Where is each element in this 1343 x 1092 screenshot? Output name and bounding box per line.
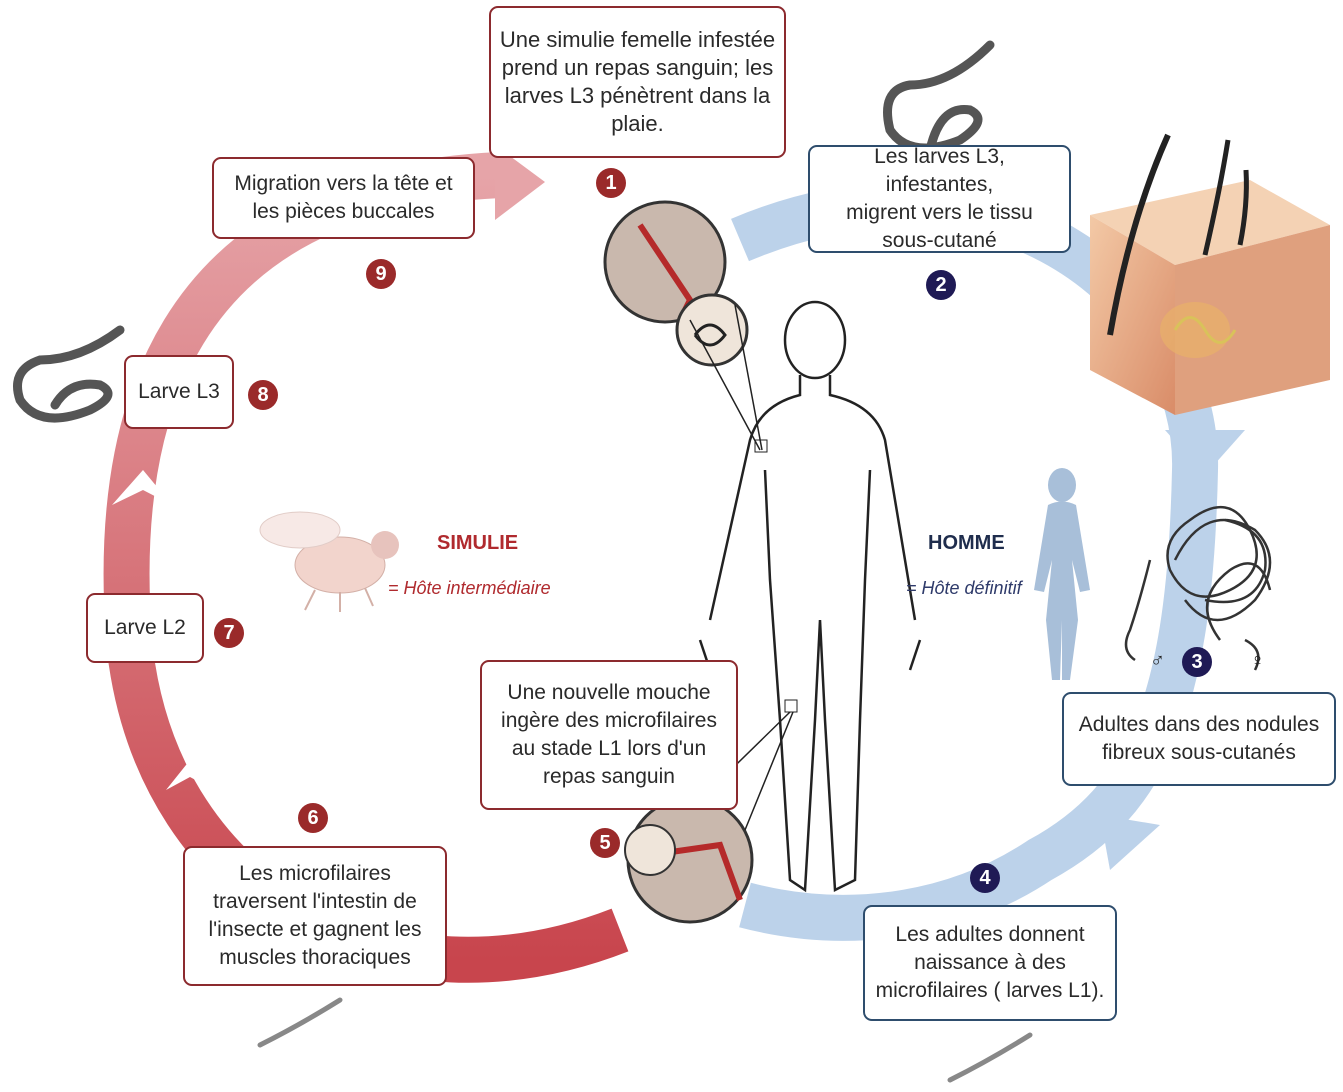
homme-title: HOMME <box>928 532 1005 555</box>
step-1-badge: 1 <box>596 168 626 198</box>
step-7-badge: 7 <box>214 618 244 648</box>
step-9-box: Migration vers la tête et les pièces buc… <box>212 157 475 239</box>
step-6-badge: 6 <box>298 803 328 833</box>
step-3-box: Adultes dans des nodules fibreux sous-cu… <box>1062 692 1336 786</box>
black-fly-illustration <box>260 512 399 612</box>
l3-larva-left-illustration <box>18 330 121 418</box>
step-1-box: Une simulie femelle infestée prend un re… <box>489 6 786 158</box>
homme-role: = Hôte définitif <box>906 578 1022 599</box>
step-4-badge: 4 <box>970 863 1000 893</box>
step-5-badge: 5 <box>590 828 620 858</box>
l3-larva-top-illustration <box>888 45 991 150</box>
step-8-badge: 8 <box>248 380 278 410</box>
simulie-role: = Hôte intermédiaire <box>388 578 551 599</box>
skin-section-illustration <box>1090 135 1330 415</box>
larva-inset-top <box>677 295 747 365</box>
step-4-box: Les adultes donnent naissance à des micr… <box>863 905 1117 1021</box>
step-7-box: Larve L2 <box>86 593 204 663</box>
step-3-badge: 3 <box>1182 647 1212 677</box>
microfilaria-inset-bottom <box>625 825 675 875</box>
simulie-title: SIMULIE <box>437 532 518 555</box>
step-9-badge: 9 <box>366 259 396 289</box>
male-symbol: ♂ <box>1150 650 1165 673</box>
woman-silhouette <box>1034 468 1090 680</box>
step-5-box: Une nouvelle mouche ingère des microfila… <box>480 660 738 810</box>
microfilaria-right-illustration <box>950 1035 1030 1080</box>
microfilaria-left-illustration <box>260 1000 340 1045</box>
step-8-box: Larve L3 <box>124 355 234 429</box>
step-6-box: Les microfilaires traversent l'intestin … <box>183 846 447 986</box>
step-2-box: Les larves L3, infestantes, migrent vers… <box>808 145 1071 253</box>
blue-arrow-head-2 <box>1100 815 1160 870</box>
step-2-badge: 2 <box>926 270 956 300</box>
female-symbol: ♀ <box>1250 650 1265 673</box>
